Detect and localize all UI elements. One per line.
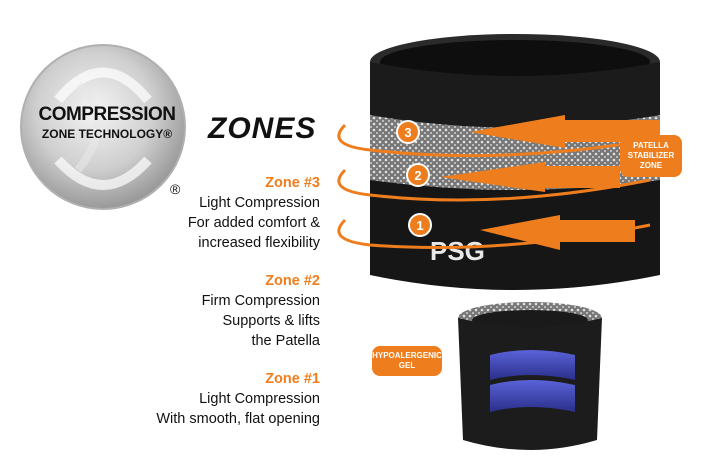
zone-2-line-2: Supports & lifts	[222, 313, 320, 329]
patella-badge-line-3: ZONE	[639, 161, 663, 170]
zone-number-1: 1	[408, 213, 432, 237]
zone-1-line-2: With smooth, flat opening	[156, 411, 320, 427]
zone-number-3: 3	[396, 120, 420, 144]
zone-2-description: Zone #2 Firm Compression Supports & lift…	[80, 272, 320, 351]
zone-3-heading: Zone #3	[265, 175, 320, 191]
zone-2-line-3: the Patella	[251, 333, 320, 349]
zone-1-description: Zone #1 Light Compression With smooth, f…	[80, 370, 320, 429]
zone-2-heading: Zone #2	[265, 273, 320, 289]
compression-zone-logo	[20, 44, 186, 210]
gel-badge-line-2: GEL	[398, 361, 416, 370]
zone-1-line-1: Light Compression	[199, 391, 320, 407]
knee-sleeve-illustration: PSG 3 2 1	[337, 34, 660, 450]
logo-line-1: COMPRESSION	[38, 104, 176, 125]
main-sleeve: PSG	[370, 34, 660, 290]
gel-badge-line-1: HYPOALERGENIC	[372, 351, 442, 360]
zone-number-2: 2	[406, 163, 430, 187]
logo-line-2: ZONE TECHNOLOGY®	[41, 127, 173, 141]
gel-sleeve	[458, 302, 602, 450]
zone-3-line-1: Light Compression	[199, 195, 320, 211]
svg-text:3: 3	[404, 125, 411, 140]
svg-text:1: 1	[416, 218, 423, 233]
zone-2-line-1: Firm Compression	[201, 293, 320, 309]
zone-3-description: Zone #3 Light Compression For added comf…	[80, 174, 320, 253]
zone-3-line-3: increased flexibility	[198, 235, 320, 251]
patella-badge-line-2: STABILIZER	[627, 151, 675, 160]
zones-title: ZONES	[208, 112, 317, 145]
registered-mark: ®	[170, 181, 181, 197]
hypoalergenic-gel-badge: HYPOALERGENIC GEL	[372, 346, 442, 376]
svg-text:PSG: PSG	[430, 236, 485, 266]
zone-1-heading: Zone #1	[265, 371, 320, 387]
patella-stabilizer-badge: PATELLA STABILIZER ZONE	[620, 135, 682, 177]
zone-arrowheads	[440, 115, 660, 250]
zone-3-line-2: For added comfort &	[187, 215, 320, 231]
patella-badge-line-1: PATELLA	[633, 141, 669, 150]
svg-text:2: 2	[414, 168, 421, 183]
